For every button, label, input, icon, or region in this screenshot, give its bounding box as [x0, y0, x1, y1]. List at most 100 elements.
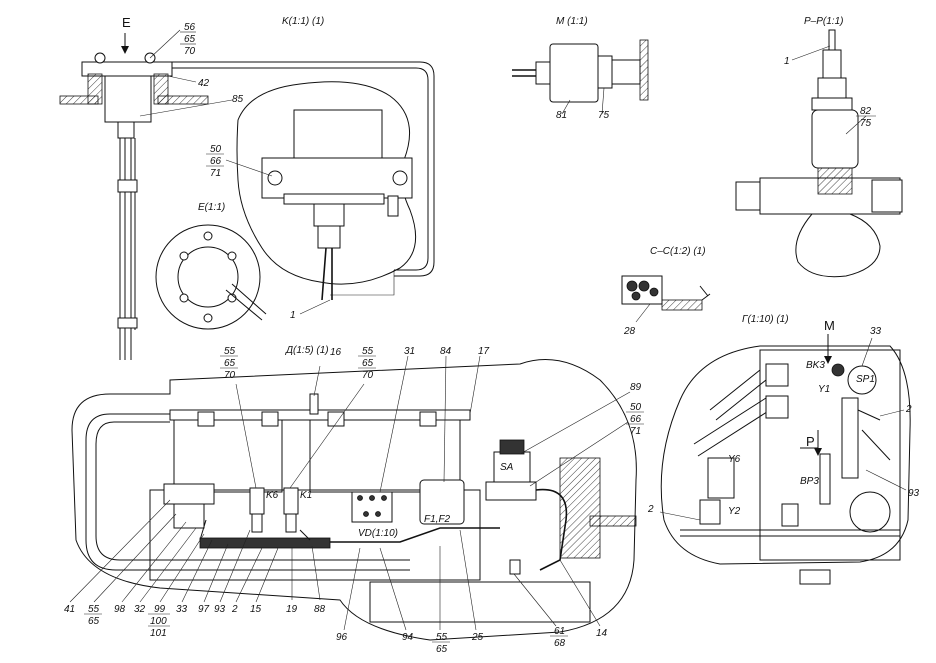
vd-terminal-3: [381, 495, 387, 501]
leader-89: [519, 391, 631, 455]
bolt-hole-2: [179, 251, 189, 261]
wire-section-2: [638, 280, 650, 292]
label-70a: 70: [184, 46, 196, 57]
bracket-hole-left: [267, 170, 283, 186]
leader-50b: [529, 421, 629, 487]
label-y6: Y6: [728, 454, 741, 465]
cable-sa-d: [535, 488, 568, 571]
flange-outer-circle: [155, 224, 261, 330]
label-55b: 55: [362, 346, 374, 357]
label-85: 85: [232, 94, 244, 105]
label-33g: 33: [870, 326, 882, 337]
detail-contour: [236, 81, 417, 285]
label-32: 32: [134, 604, 146, 615]
flange-right-section: [153, 73, 169, 105]
wall-section-m: [639, 39, 649, 101]
wire-lead-p: [828, 29, 836, 51]
leader-2g2: [659, 511, 701, 521]
label-50a: 50: [210, 144, 222, 155]
arrow-e-head: [121, 46, 129, 54]
label-65c: 65: [362, 358, 374, 369]
leader-93d: [219, 529, 251, 603]
probe-clamp-2: [117, 317, 138, 329]
label-16: 16: [330, 347, 342, 358]
base-frame-d: [149, 489, 481, 581]
tank-cap-2: [261, 411, 279, 427]
view-g-title: Г(1:10) (1): [742, 314, 789, 325]
relay-k1: [283, 487, 299, 515]
pipe-nut-left: [735, 181, 761, 211]
sensor-collar-p: [811, 97, 853, 111]
view-p: P–P(1:1) 1 82 75: [735, 16, 903, 278]
label-70c: 70: [362, 370, 374, 381]
cable-run-inner: [172, 67, 429, 271]
label-100: 100: [150, 616, 167, 627]
hose-fitting-1: [765, 363, 789, 387]
arrow-m-letter: M: [824, 318, 835, 333]
leader-81: [561, 99, 571, 115]
bolt-hole-6: [203, 313, 213, 323]
label-k1: K1: [300, 490, 312, 501]
arrow-p-head: [814, 448, 822, 456]
leader-41: [69, 499, 171, 603]
tank-1-d: [173, 419, 283, 493]
label-2g1: 2: [905, 404, 912, 415]
leader-16: [313, 365, 321, 397]
label-56: 56: [184, 22, 196, 33]
vd-terminal-5: [375, 511, 381, 517]
leader-42: [167, 75, 197, 83]
unit-connector-k: [317, 225, 341, 249]
tank-circle-g: [849, 491, 891, 533]
label-19: 19: [286, 604, 298, 615]
label-y2: Y2: [728, 506, 741, 517]
fuse-block-f1f2: [419, 479, 465, 525]
label-25: 25: [471, 632, 484, 643]
bracket-base-k: [283, 193, 385, 205]
label-42: 42: [198, 78, 210, 89]
view-m: M (1:1) 81 75: [512, 16, 649, 121]
leader-85: [139, 99, 233, 117]
label-65b: 65: [224, 358, 236, 369]
hose-lower-g: [693, 397, 771, 457]
view-d-title: Д(1:5) (1): [285, 345, 329, 356]
bracket-hole-right: [392, 170, 408, 186]
harness-run-d: [330, 527, 500, 543]
wire-section-4: [631, 291, 641, 301]
label-89: 89: [630, 382, 642, 393]
hose-outer-d: [85, 413, 410, 571]
view-c-title: C–C(1:2) (1): [650, 246, 706, 257]
sensor-mid-p: [817, 77, 847, 99]
pipe-nut-right: [871, 179, 903, 213]
leader-33d: [181, 539, 213, 603]
bolt-hole-4: [179, 293, 189, 303]
label-84: 84: [440, 346, 452, 357]
label-81: 81: [556, 110, 567, 121]
port-section-p: [817, 167, 853, 195]
leader-55a: [235, 383, 257, 489]
sensor-body-p: [811, 109, 859, 169]
label-33d: 33: [176, 604, 188, 615]
pressure-sensor-body: [549, 43, 599, 103]
view-d-contour: [71, 359, 637, 641]
leader-98: [121, 521, 187, 603]
valve-body-y6: [707, 457, 735, 499]
valve-body-y1: [841, 397, 859, 479]
label-68: 68: [554, 638, 566, 649]
view-m-title: M (1:1): [556, 16, 588, 27]
leader-56: [149, 29, 181, 59]
label-101: 101: [150, 628, 167, 639]
tank-cap-1: [197, 411, 215, 427]
label-sp1: SP1: [856, 374, 875, 385]
view-g: Г(1:10) (1) M P 33 2 2 93 BK3 SP1: [647, 314, 920, 585]
label-66a: 66: [210, 156, 222, 167]
wire-section-3: [649, 287, 659, 297]
vent-post-16: [309, 393, 319, 415]
label-31: 31: [404, 346, 415, 357]
label-50b: 50: [630, 402, 642, 413]
leader-50a: [225, 159, 273, 177]
label-75b: 75: [860, 118, 872, 129]
tank-cap-3: [327, 411, 345, 427]
valve-body-y2: [699, 499, 721, 525]
label-55d: 55: [436, 632, 448, 643]
